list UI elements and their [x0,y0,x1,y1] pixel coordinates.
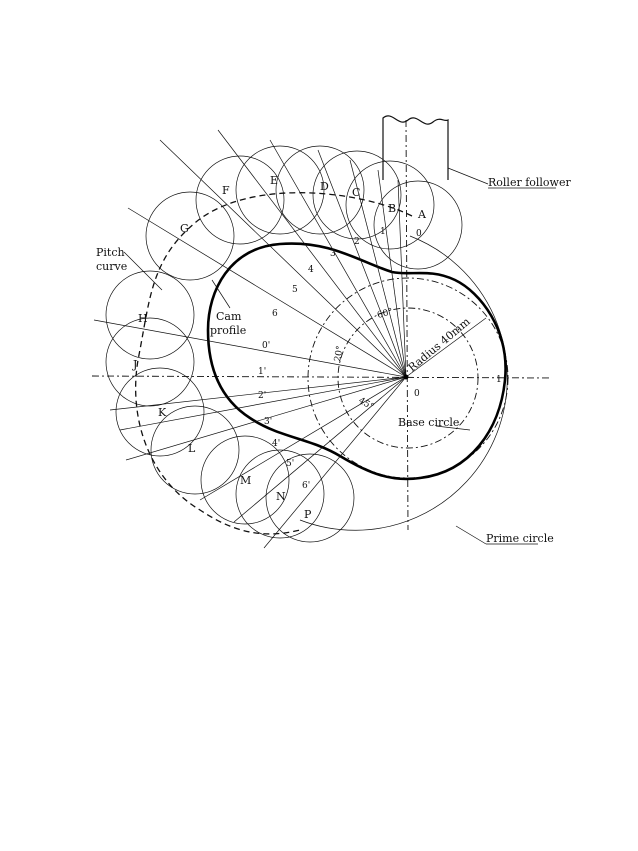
roller-label-N: N [276,490,286,503]
rise-label-0: 0 [416,229,422,239]
return-label-4: 4' [272,439,280,449]
return-label-6: 6' [302,481,310,491]
rise-label-2: 2 [354,237,360,247]
angle-20-label: 20° [333,345,346,362]
roller-label-E: E [270,174,278,187]
roller-label-F: F [222,184,230,197]
roller-follower-label: Roller follower [488,176,571,189]
roller-label-H: H [138,312,148,325]
axis-mark-right: 1 [496,375,502,385]
roller-follower [382,115,489,185]
cam-profile [206,242,507,481]
pitch-curve-label-2: curve [96,260,127,273]
rise-label-6: 6 [272,309,278,319]
rise-label-5: 5 [292,285,298,295]
pitch-curve [135,192,413,535]
roller-circles [105,145,463,543]
cam-profile-label: Cam [216,310,242,323]
axis-mark-bottom: 0 [414,389,420,399]
prime-circle [299,235,508,531]
return-label-1: 1' [258,367,266,377]
return-label-0: 0' [262,341,270,351]
angle-45-label: 45° [357,396,376,413]
roller-label-A: A [417,208,427,221]
prime-circle-label: Prime circle [486,532,554,545]
return-label-3: 3' [264,417,272,427]
roller-label-P: P [304,508,312,521]
radial-lines [93,129,407,549]
angle-60-label: 60° [376,307,394,321]
roller-label-L: L [188,442,196,455]
roller-label-D: D [320,180,329,193]
cam-profile-label-2: profile [210,324,246,337]
return-label-2: 2' [258,391,266,401]
cam-center [403,374,409,380]
rise-label-1: 1 [380,227,386,237]
radius-label: Radius 40mm [406,315,474,375]
rise-label-4: 4 [308,265,314,275]
roller-label-K: K [158,406,167,419]
roller-label-G: G [180,222,189,235]
base-circle-label: Base circle [398,416,459,429]
roller-label-B: B [388,202,396,215]
pitch-curve-label: Pitch [96,246,125,259]
rise-label-3: 3 [330,249,336,259]
return-label-5: 5' [286,459,294,469]
horizontal-centerline [91,375,553,379]
vertical-centerline [405,119,409,531]
roller-label-M: M [240,474,251,487]
roller-label-J: J [132,358,137,371]
roller-label-C: C [352,186,360,199]
